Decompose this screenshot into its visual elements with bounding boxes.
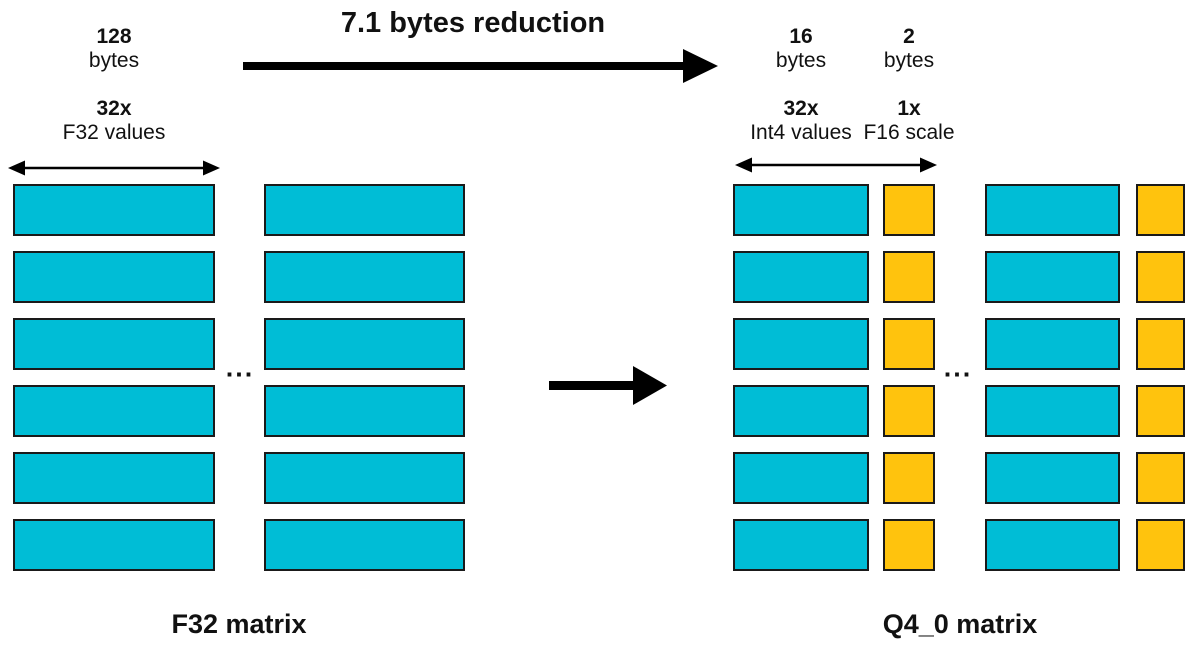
f32-block [264, 184, 465, 236]
f16-scale-block [1136, 184, 1185, 236]
q4-group-1-scales [883, 184, 935, 571]
f32-block [13, 318, 215, 370]
f32-count-unit: F32 values [62, 121, 166, 144]
f16-size-label: 2 bytes [884, 25, 934, 73]
f32-block [264, 452, 465, 504]
int4-size-unit: bytes [775, 49, 827, 72]
f32-block [264, 519, 465, 571]
f32-block [13, 519, 215, 571]
f16-scale-block [1136, 519, 1185, 571]
int4-count-unit: Int4 values [750, 121, 852, 144]
f16-scale-block [1136, 318, 1185, 370]
q4-group-2-values [985, 184, 1120, 571]
int4-size-label: 16 bytes [776, 25, 826, 73]
q4-group-2-scales [1136, 184, 1185, 571]
f32-ellipsis: ... [225, 352, 255, 383]
f32-block [264, 251, 465, 303]
q4-group-1-values [733, 184, 869, 571]
int4-values-block [733, 385, 869, 437]
f32-block [264, 318, 465, 370]
int4-values-block [985, 184, 1120, 236]
f32-size-unit: bytes [88, 49, 140, 72]
f16-scale-block [883, 318, 935, 370]
int4-values-block [733, 452, 869, 504]
f16-scale-block [883, 385, 935, 437]
f16-scale-block [883, 184, 935, 236]
f32-matrix-label: F32 matrix [171, 609, 307, 639]
int4-count-label: 32x Int4 values [750, 97, 852, 145]
f16-scale-block [883, 251, 935, 303]
f32-block [13, 251, 215, 303]
f16-count-value: 1x [897, 97, 921, 120]
int4-values-block [985, 251, 1120, 303]
int4-size-value: 16 [789, 25, 813, 48]
int4-values-block [985, 318, 1120, 370]
f16-count-label: 1x F16 scale [863, 97, 954, 145]
f32-count-value: 32x [96, 97, 132, 120]
f32-width-arrow-icon [8, 160, 220, 176]
f16-scale-block [1136, 452, 1185, 504]
f32-block [13, 452, 215, 504]
f16-scale-block [1136, 251, 1185, 303]
f32-column-1 [13, 184, 215, 571]
f32-block [264, 385, 465, 437]
int4-values-block [733, 251, 869, 303]
conversion-arrow-icon [549, 366, 667, 405]
f32-block [13, 385, 215, 437]
f16-scale-block [883, 452, 935, 504]
reduction-arrow-icon [243, 49, 718, 83]
f16-size-value: 2 [903, 25, 915, 48]
q4-width-arrow-icon [735, 157, 937, 173]
f32-column-2 [264, 184, 465, 571]
q4-ellipsis: ... [943, 352, 973, 383]
int4-values-block [985, 452, 1120, 504]
f32-size-value: 128 [96, 25, 132, 48]
int4-count-value: 32x [783, 97, 819, 120]
f16-count-unit: F16 scale [863, 121, 955, 144]
int4-values-block [985, 385, 1120, 437]
f16-scale-block [883, 519, 935, 571]
f32-size-label: 128 bytes [89, 25, 139, 73]
reduction-title: 7.1 bytes reduction [340, 7, 606, 39]
q4-matrix-label: Q4_0 matrix [882, 609, 1038, 639]
f16-scale-block [1136, 385, 1185, 437]
f32-block [13, 184, 215, 236]
int4-values-block [733, 519, 869, 571]
f16-size-unit: bytes [883, 49, 935, 72]
int4-values-block [985, 519, 1120, 571]
f32-count-label: 32x F32 values [63, 97, 166, 145]
int4-values-block [733, 184, 869, 236]
int4-values-block [733, 318, 869, 370]
